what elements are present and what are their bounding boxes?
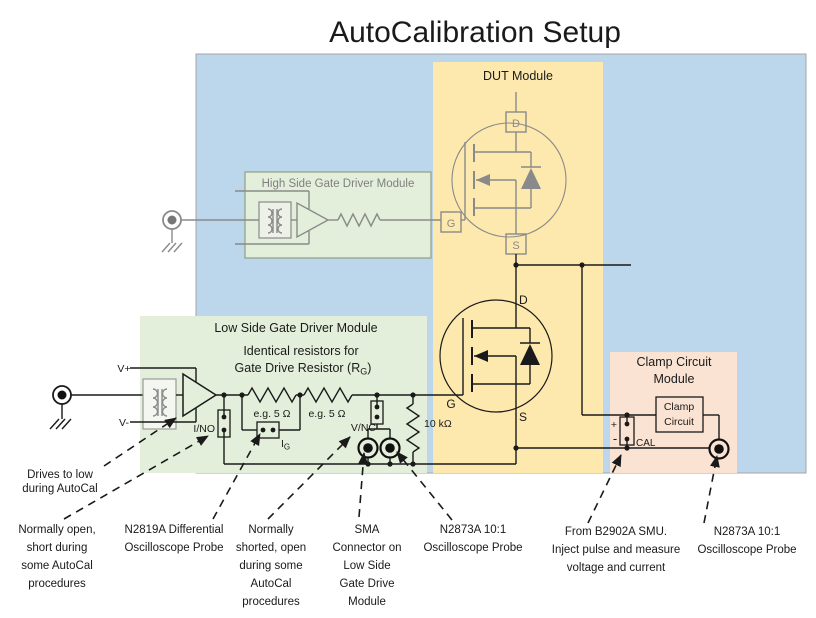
- resistor-high-gate: [337, 212, 381, 228]
- annotation-sma-2: Connector on: [332, 542, 401, 554]
- clamp-module-region: [610, 352, 737, 473]
- annotation-arrow-n2873a-left: [396, 451, 453, 521]
- annotation-n2873a-right-2: Oscilloscope Probe: [697, 544, 796, 556]
- cal-minus-label: -: [613, 431, 617, 446]
- annotation-normally-open-3: some AutoCal: [21, 560, 93, 572]
- clamp-module-title-line2: Module: [654, 372, 695, 386]
- annotation-drives-low-1: Drives to low: [27, 469, 94, 481]
- annotation-normally-open-4: procedures: [28, 578, 86, 590]
- switch-ig-label: IG: [281, 438, 290, 452]
- fet-bottom-pin-g: G: [446, 397, 455, 411]
- annotation-arrow-drives-low: [103, 417, 177, 467]
- annotation-n2819a-2: Oscilloscope Probe: [124, 542, 223, 554]
- fet-bottom-pin-d: D: [519, 293, 528, 307]
- low-side-circuit: [71, 367, 516, 467]
- resistor-r1: [247, 386, 297, 404]
- ground-high-icon: [161, 229, 183, 253]
- sma-connector-2: [379, 437, 401, 459]
- resistor-r2-label: e.g. 5 Ω: [308, 408, 345, 420]
- resistor-r2: [303, 386, 353, 404]
- annotation-sma-5: Module: [348, 596, 386, 608]
- annotation-sma-1: SMA: [355, 524, 380, 536]
- annotation-sma-4: Gate Drive: [340, 578, 395, 590]
- dut-module-region: [433, 62, 603, 473]
- annotation-drives-low-2: during AutoCal: [22, 483, 97, 495]
- annotation-b2902a-2: Inject pulse and measure: [552, 544, 681, 556]
- fet-bottom-pin-s: S: [519, 410, 527, 424]
- bnc-connector-high-icon: [162, 210, 182, 230]
- clamp-box-label-line2: Circuit: [664, 416, 694, 428]
- annotation-b2902a-3: voltage and current: [567, 562, 666, 574]
- switch-ig: [241, 395, 301, 439]
- low-side-subtitle-line1: Identical resistors for: [243, 344, 358, 358]
- clamp-box-label-line1: Clamp: [664, 401, 695, 413]
- fet-top-pin-s: S: [512, 240, 519, 252]
- switch-ino: [217, 395, 231, 464]
- annotation-arrow-n2873a-right: [703, 455, 720, 524]
- annotation-normally-shorted-4: AutoCal: [251, 578, 292, 590]
- v-plus-label: V+: [117, 363, 130, 375]
- annotation-texts: Drives to low during AutoCal Normally op…: [18, 469, 796, 608]
- fet-top-pin-g: G: [447, 218, 456, 230]
- switch-ino-label: I/NO: [193, 423, 215, 435]
- amplifier-low-icon: [182, 372, 218, 418]
- annotation-b2902a-1: From B2902A SMU.: [565, 526, 667, 538]
- resistor-r1-label: e.g. 5 Ω: [253, 408, 290, 420]
- annotation-arrow-n2819a: [212, 433, 261, 520]
- low-side-subtitle-line2: Gate Drive Resistor (RG): [235, 361, 372, 377]
- annotation-normally-open-1: Normally open,: [18, 524, 95, 536]
- switch-cal: [619, 415, 635, 448]
- clamp-circuit-wiring: [513, 396, 730, 460]
- bnc-connector-low-icon: [52, 385, 72, 405]
- annotation-arrow-normally-shorted: [267, 436, 351, 520]
- annotation-arrow-sma: [358, 452, 369, 518]
- annotation-arrow-b2902a: [587, 454, 622, 524]
- annotation-n2873a-left-1: N2873A 10:1: [440, 524, 507, 536]
- ground-low-icon: [49, 404, 72, 430]
- page-title: AutoCalibration Setup: [329, 16, 621, 49]
- annotation-normally-shorted-3: during some: [239, 560, 302, 572]
- high-side-circuit: [181, 190, 465, 245]
- annotation-normally-shorted-2: shorted, open: [236, 542, 306, 554]
- switch-vnc-label: V/NC: [351, 422, 377, 434]
- annotation-arrows: [63, 417, 720, 524]
- annotation-normally-shorted-1: Normally: [248, 524, 294, 536]
- transformer-high-icon: [258, 201, 292, 239]
- switch-node-wiring: [513, 262, 656, 416]
- annotation-normally-shorted-5: procedures: [242, 596, 300, 608]
- fet-top-pin-d: D: [512, 118, 520, 130]
- cal-switch-label: CAL: [636, 438, 656, 449]
- clamp-module-title-line1: Clamp Circuit: [636, 355, 712, 369]
- low-side-module-title: Low Side Gate Driver Module: [214, 321, 377, 335]
- v-minus-label: V-: [119, 417, 129, 429]
- cal-plus-label: +: [611, 419, 617, 431]
- mosfet-top: [440, 92, 567, 255]
- dut-module-title: DUT Module: [483, 69, 553, 83]
- annotation-n2873a-left-2: Oscilloscope Probe: [423, 542, 522, 554]
- annotation-sma-3: Low Side: [343, 560, 390, 572]
- resistor-pulldown-label: 10 kΩ: [424, 418, 452, 430]
- amplifier-high-icon: [296, 201, 330, 239]
- mosfet-bottom: [439, 254, 553, 464]
- high-side-module-title: High Side Gate Driver Module: [262, 178, 415, 190]
- annotation-normally-open-2: short during: [27, 542, 88, 554]
- annotation-n2819a-1: N2819A Differential: [125, 524, 224, 536]
- switch-vnc: [367, 395, 391, 439]
- annotation-n2873a-right-1: N2873A 10:1: [714, 526, 781, 538]
